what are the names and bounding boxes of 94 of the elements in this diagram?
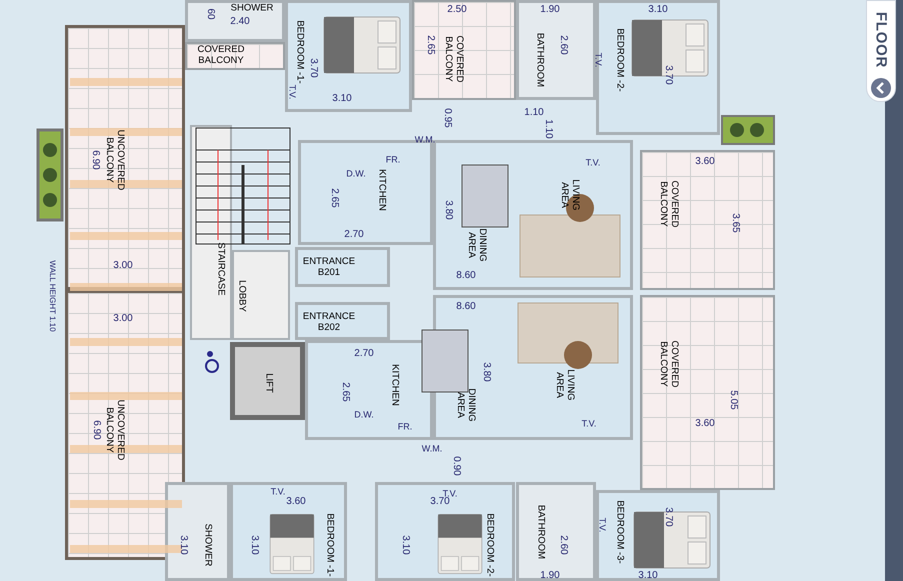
balcony-area	[185, 42, 285, 70]
dimension-text: 3.65	[730, 213, 740, 233]
room-name: BEDROOM -2-	[614, 28, 626, 92]
room-name: BEDROOM -1-	[324, 513, 336, 577]
dimension-text: 3.00	[113, 261, 133, 271]
dimension-text: 2.60	[558, 535, 568, 555]
room-name: COVERED BALCONY	[658, 180, 680, 230]
room-name: LOBBY	[236, 280, 248, 312]
dimension-text: 1.10	[543, 119, 553, 139]
balcony-area	[640, 150, 775, 290]
fixture-label: T.V.	[288, 84, 296, 100]
room-area	[295, 247, 390, 287]
dimension-text: 60	[205, 8, 215, 20]
room-area	[305, 340, 433, 440]
wall-height-note: WALL HEIGHT 1.10	[48, 260, 56, 332]
room-name: STAIRCASE	[216, 242, 226, 296]
room-name: COVERED BALCONY	[443, 34, 465, 84]
dimension-text: 3.10	[400, 535, 410, 555]
room-name: KITCHEN	[390, 364, 400, 406]
dimension-text: 2.65	[340, 382, 350, 402]
dimension-text: 2.70	[344, 230, 364, 240]
dimension-text: 2.70	[354, 349, 374, 359]
dimension-text: 1.90	[540, 571, 560, 581]
room-name: LIVING AREA	[554, 368, 576, 403]
fixture-label: T.V.	[586, 158, 600, 168]
lift-car	[230, 342, 305, 420]
room-name: BEDROOM -1-	[294, 20, 306, 84]
dimension-text: 2.40	[230, 17, 250, 27]
fixture-label: T.V.	[582, 420, 596, 428]
dimension-text: 2.65	[425, 35, 435, 55]
room-name: ENTRANCE B202	[302, 311, 356, 333]
room-area	[295, 302, 390, 340]
balcony-area	[412, 0, 516, 100]
wet-room-area	[165, 482, 230, 581]
fixture-label: D.W.	[354, 410, 374, 420]
room-name: COVERED BALCONY	[196, 44, 246, 66]
dimension-text: 2.65	[329, 188, 339, 208]
room-name: BEDROOM -3-	[614, 500, 626, 564]
fixture-label: FR.	[398, 422, 412, 432]
wet-room-area	[516, 0, 596, 100]
dimension-text: 6.90	[90, 150, 100, 170]
core-area	[190, 125, 232, 340]
room-name: SHOWER	[202, 524, 214, 566]
room-name: BATHROOM	[534, 32, 546, 88]
dimension-text: 0.95	[442, 108, 452, 128]
dimension-text: 5.05	[728, 390, 738, 410]
fixture-label: FR.	[386, 156, 400, 164]
dimension-text: 8.60	[456, 271, 476, 281]
fixture-label: T.V.	[598, 518, 606, 532]
dimension-text: 3.70	[663, 65, 673, 85]
dimension-text: 3.60	[695, 419, 715, 429]
room-name: DINING AREA	[455, 387, 477, 424]
fixture-label: D.W.	[346, 170, 366, 178]
room-name: BEDROOM -2-	[484, 513, 496, 577]
room-name: KITCHEN	[376, 169, 388, 211]
room-name: UNCOVERED BALCONY	[104, 128, 126, 192]
dimension-text: 3.60	[695, 157, 715, 167]
fixture-label: T.V.	[442, 490, 458, 498]
dimension-text: 3.80	[443, 200, 453, 220]
fixture-label: T.V.	[594, 52, 602, 68]
fixture-label: W.M.	[414, 136, 436, 144]
fixture-label: T.V.	[270, 488, 286, 496]
dimension-text: 1.90	[540, 5, 560, 15]
room-name: UNCOVERED BALCONY	[104, 398, 126, 462]
room-name: ENTRANCE B201	[302, 256, 356, 278]
dimension-text: 2.60	[558, 35, 568, 55]
wet-room-area	[185, 0, 285, 42]
room-name: COVERED BALCONY	[658, 340, 680, 390]
dimension-text: 3.70	[663, 507, 673, 527]
room-name: DINING AREA	[466, 227, 488, 264]
fixture-label: W.M.	[422, 444, 442, 454]
room-name: LIVING AREA	[559, 178, 581, 213]
dimension-text: 3.10	[249, 535, 259, 555]
dimension-text: 2.50	[447, 5, 467, 15]
dimension-text: 8.60	[456, 302, 476, 312]
wet-room-area	[516, 482, 596, 581]
dimension-text: 3.00	[113, 314, 133, 324]
dimension-text: 3.70	[308, 58, 318, 78]
dimension-text: 0.90	[451, 456, 461, 476]
dimension-text: 3.10	[178, 535, 188, 555]
dimension-text: 3.10	[332, 94, 352, 104]
dimension-text: 6.90	[91, 420, 101, 440]
dimension-text: 3.10	[648, 5, 668, 15]
dimension-text: 3.60	[286, 497, 306, 507]
dimension-text: 3.80	[481, 362, 491, 382]
dimension-text: 3.10	[638, 571, 658, 581]
room-name: LIFT	[264, 373, 274, 393]
room-name: SHOWER	[230, 2, 274, 14]
room-name: BATHROOM	[536, 504, 546, 560]
balcony-area	[640, 295, 775, 490]
core-area	[232, 250, 290, 340]
dimension-text: 1.10	[524, 108, 544, 118]
floor-title: FLOOR	[874, 12, 888, 68]
dimension-text: 3.70	[430, 497, 450, 507]
